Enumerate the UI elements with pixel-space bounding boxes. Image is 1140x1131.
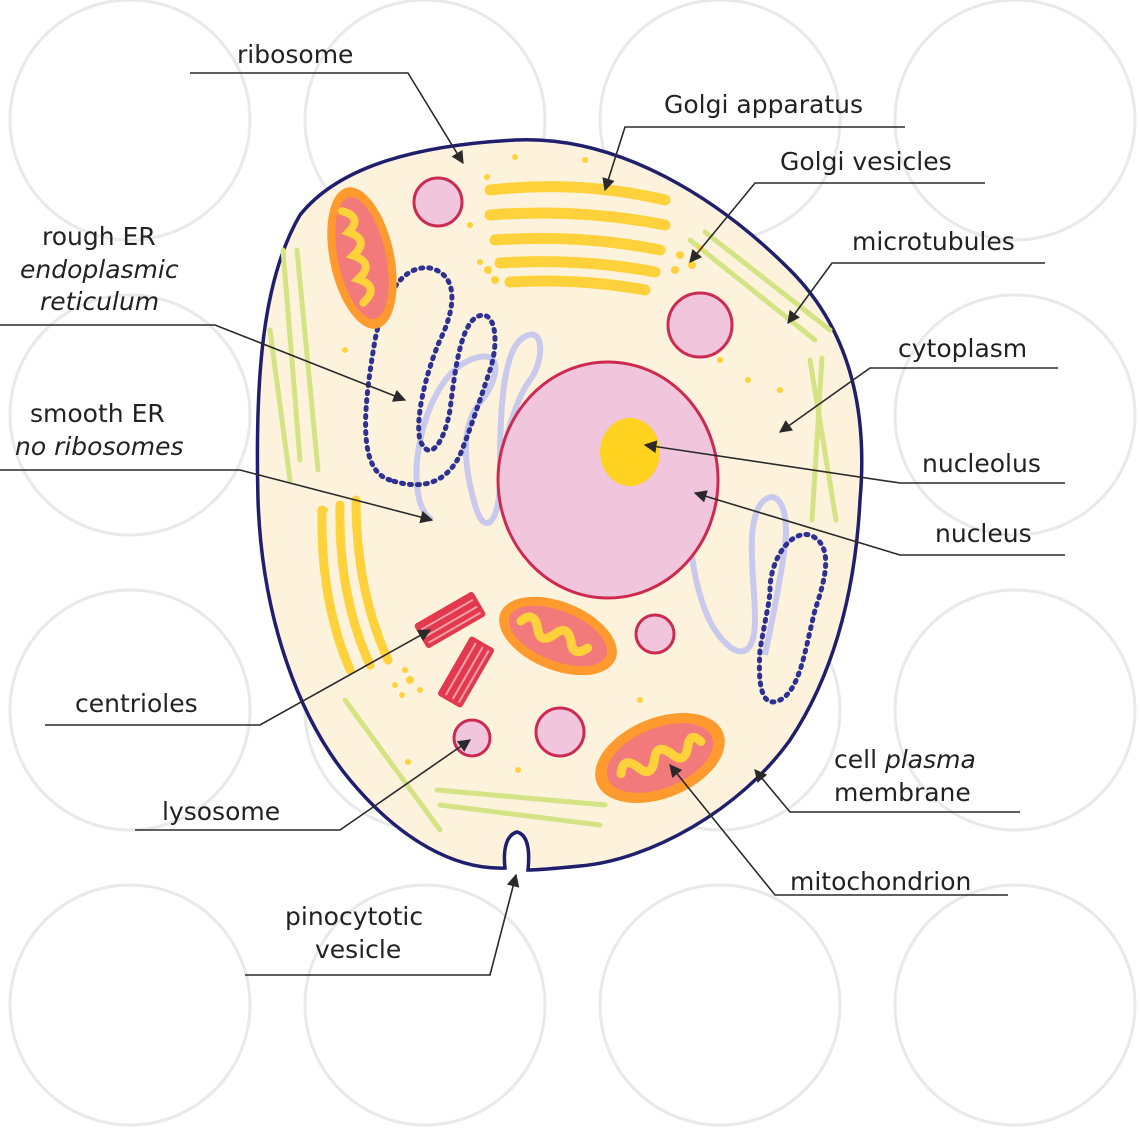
leader-rough-er [0,324,407,402]
microtubule [342,697,443,833]
watermark-circle [598,883,842,1127]
label-golgi-apparatus: Golgi apparatus [664,90,863,119]
label-cell-membrane-line2: membrane [834,778,971,807]
nucleolus [600,418,660,486]
golgi-lower [317,495,393,675]
watermark-circle [8,293,252,537]
mitochondrion-3 [595,713,725,803]
vesicles [412,176,734,758]
leader-nucleus [693,490,1065,556]
vesicle [412,176,464,228]
labels: ribosome Golgi apparatus Golgi vesicles … [15,40,1041,964]
microtubule [437,802,603,828]
lysosome [452,718,492,758]
leader-golgi-vesicles [689,182,985,263]
mitochondrion-1 [327,187,397,329]
label-lysosome: lysosome [162,797,280,826]
smooth-er [413,331,544,527]
leader-lines [0,72,1065,976]
centriole-1 [414,591,486,649]
ribosomes [322,154,783,773]
vesicle [666,291,734,359]
microtubule [702,229,833,333]
label-smooth-er-line2: no ribosomes [15,432,184,461]
golgi-vesicles [477,245,703,284]
leader-microtubules [787,262,1045,325]
label-nucleolus: nucleolus [922,449,1041,478]
golgi-cisterna [489,232,666,256]
label-smooth-er-line1: smooth ER [30,399,165,428]
label-golgi-vesicles: Golgi vesicles [780,147,952,176]
watermark-circle [893,0,1137,242]
label-mitochondrion: mitochondrion [790,867,971,896]
leader-centrioles [45,629,432,726]
microtubule [809,355,825,523]
microtubule [434,787,608,808]
watermark-circle [8,883,252,1127]
leader-golgi-apparatus [602,126,905,192]
label-ribosome: ribosome [237,40,353,69]
leader-nucleolus [643,440,1065,484]
label-rough-er-line3: reticulum [40,287,159,316]
label-pinocytotic-line1: pinocytotic [285,902,423,931]
watermark-circle [893,883,1137,1127]
microtubule [267,327,293,483]
vesicle [634,613,676,655]
golgi-cisterna [484,207,671,231]
watermark-circle [8,588,252,832]
golgi-cisterna [484,181,671,206]
leader-cytoplasm [778,367,1058,433]
golgi-cisterna [504,275,651,296]
watermark-circle [303,883,547,1127]
watermark-circle [893,293,1137,537]
smooth-er [687,483,789,656]
leader-smooth-er [0,469,434,524]
nucleus [496,360,720,600]
golgi-cisterna [494,256,661,278]
label-rough-er-line2: endoplasmic [20,255,179,284]
leader-ribosome [190,72,464,165]
vesicle [534,706,586,758]
label-centrioles: centrioles [75,689,198,718]
mitochondrion-2 [499,596,617,676]
label-nucleus: nucleus [935,519,1032,548]
leader-cell-membrane [754,769,1020,813]
golgi-apparatus [484,181,671,296]
leader-mitochondrion [669,764,1008,896]
centriole-2 [437,636,495,708]
watermark-circle [893,588,1137,832]
watermark-circle [8,0,252,242]
label-microtubules: microtubules [852,227,1015,256]
leader-lysosome [135,739,472,831]
label-cell-membrane-line1: cell plasma [834,745,976,774]
label-pinocytotic-line2: vesicle [315,935,401,964]
label-cytoplasm: cytoplasm [898,334,1027,363]
microtubule [807,357,839,523]
leader-pinocytotic-vesicle [245,873,520,976]
label-rough-er-line1: rough ER [42,222,156,251]
rough-er [756,532,829,705]
microtubule [294,247,321,473]
